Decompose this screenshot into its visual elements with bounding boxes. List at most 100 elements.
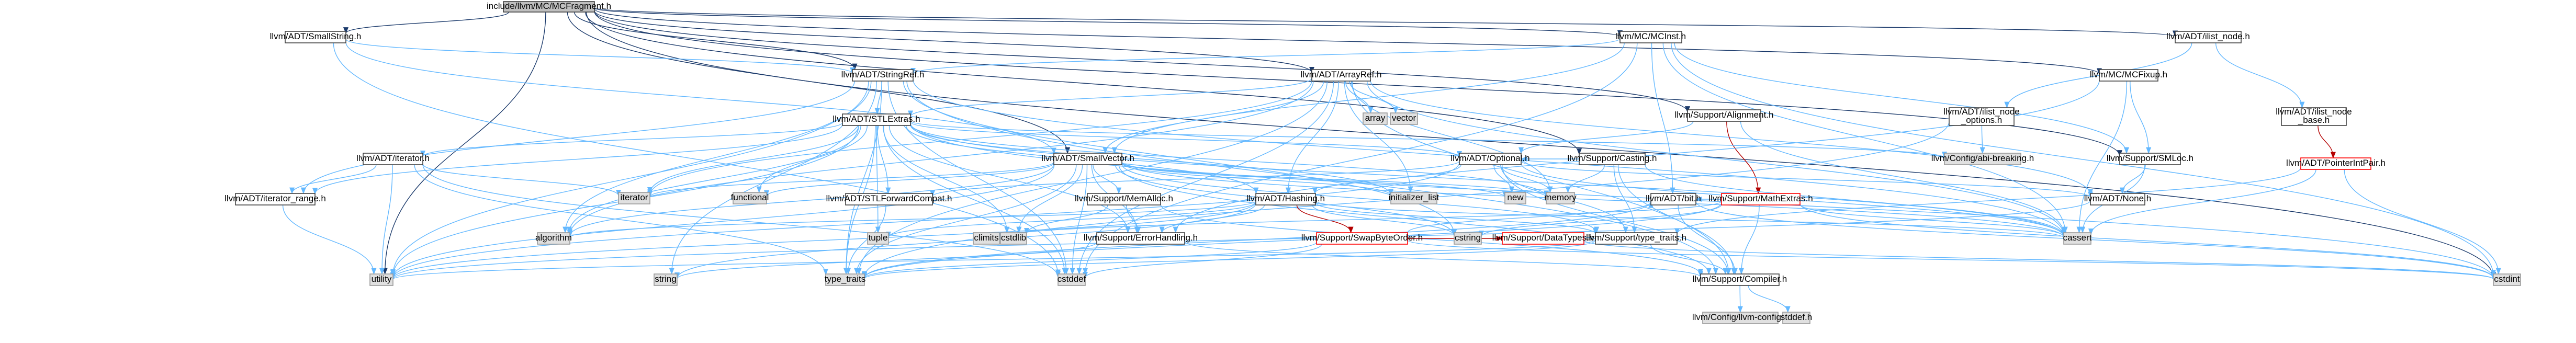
node-box — [1619, 31, 1682, 43]
node-llvm-config[interactable]: llvm/Config/llvm-config.h — [1692, 312, 1788, 324]
node-ilist-node-options[interactable]: llvm/ADT/ilist_node_options.h — [1943, 107, 2020, 126]
node-string[interactable]: string — [654, 273, 678, 286]
edge-root-to-ilist_node — [594, 7, 2177, 38]
node-memory[interactable]: memory — [1544, 192, 1577, 204]
edge-stlextras-to-initializer_list — [910, 124, 1393, 196]
node-compiler[interactable]: llvm/Support/Compiler.h — [1693, 273, 1787, 286]
node-mcfixup[interactable]: llvm/MC/MCFixup.h — [2090, 69, 2167, 82]
node-label: llvm/ADT/STLForwardCompat.h — [826, 193, 952, 203]
node-hashing[interactable]: llvm/ADT/Hashing.h — [1246, 193, 1325, 205]
node-datatypes[interactable]: llvm/Support/DataTypes.h — [1492, 232, 1594, 245]
node-array[interactable]: array — [1363, 112, 1388, 125]
node-label: llvm/ADT/PointerIntPair.h — [2286, 158, 2386, 168]
node-box — [2119, 153, 2181, 165]
edge-iterator_h-to-iterator_sys — [422, 164, 621, 197]
edge-stlextras-to-cstdint — [910, 123, 2496, 279]
node-label: algorithm — [535, 233, 572, 243]
node-label: llvm/ADT/iterator_range.h — [224, 193, 326, 203]
node-vector[interactable]: vector — [1390, 112, 1418, 125]
node-smallvector[interactable]: llvm/ADT/SmallVector.h — [1041, 153, 1134, 165]
node-box — [1390, 192, 1437, 204]
edge-alignment-to-optional — [1518, 121, 1694, 154]
node-arrayref[interactable]: llvm/ADT/ArrayRef.h — [1301, 69, 1382, 82]
node-iterator-range[interactable]: llvm/ADT/iterator_range.h — [224, 193, 326, 205]
node-box — [2300, 157, 2371, 170]
node-config-abi[interactable]: llvm/Config/abi-breaking.h — [1931, 153, 2034, 165]
node-algorithm[interactable]: algorithm — [535, 232, 572, 245]
node-ilist-node[interactable]: llvm/ADT/ilist_node.h — [2166, 31, 2250, 43]
node-stlforwardcompat[interactable]: llvm/ADT/STLForwardCompat.h — [826, 193, 952, 205]
node-box — [1702, 312, 1779, 324]
edge-optional-to-none — [1521, 161, 2093, 198]
node-cstddef[interactable]: cstddef — [1058, 273, 1086, 286]
node-label: _options.h — [1961, 115, 2002, 125]
edge-iterator_h-to-type_traits — [414, 164, 828, 276]
node-stddef[interactable]: stddef.h — [1781, 312, 1813, 324]
node-box — [1944, 153, 2021, 165]
edge-optional-to-hashing — [1312, 164, 1461, 195]
node-label: llvm/MC/MCInst.h — [1616, 31, 1686, 41]
node-pointerintpair[interactable]: llvm/ADT/PointerIntPair.h — [2286, 157, 2386, 170]
node-memalloc[interactable]: llvm/Support/MemAlloc.h — [1075, 193, 1173, 205]
edge-root-to-arrayref — [594, 10, 1314, 74]
node-box — [618, 192, 650, 204]
node-root[interactable]: include/llvm/MC/MCFragment.h — [487, 1, 611, 13]
edge-type_traits_h-to-utility — [390, 239, 1596, 280]
node-label: llvm/Support/Compiler.h — [1693, 274, 1787, 284]
node-alignment[interactable]: llvm/Support/Alignment.h — [1675, 109, 1774, 122]
node-bith[interactable]: llvm/ADT/bit.h — [1646, 193, 1701, 205]
node-box — [1058, 273, 1086, 286]
node-cstring[interactable]: cstring — [1454, 232, 1482, 245]
node-cstdlib[interactable]: cstdlib — [1000, 232, 1027, 245]
edge-iterator_range-to-utility — [282, 204, 377, 275]
node-type-traits-h[interactable]: llvm/Support/type_traits.h — [1586, 232, 1686, 245]
edge-arrayref-to-initializer_list — [1344, 81, 1413, 193]
edge-type_traits_h-to-compiler — [1650, 244, 1728, 275]
node-stlextras[interactable]: llvm/ADT/STLExtras.h — [833, 113, 920, 126]
node-label: llvm/ADT/ilist_node.h — [2166, 31, 2250, 41]
node-box — [285, 31, 346, 43]
node-new[interactable]: new — [1504, 192, 1526, 204]
node-box — [852, 69, 914, 82]
edge-stringref-to-cstring — [903, 81, 1457, 235]
node-type-traits[interactable]: type_traits — [825, 273, 865, 286]
dependency-edges — [282, 7, 2501, 313]
node-box — [2063, 232, 2091, 245]
node-utility[interactable]: utility — [369, 273, 393, 286]
node-box — [1650, 193, 1696, 205]
node-optional[interactable]: llvm/ADT/Optional.h — [1450, 153, 1530, 165]
node-initializer-list[interactable]: initializer_list — [1389, 192, 1439, 204]
edge-mcinst-to-cstddef — [1083, 42, 1638, 275]
node-errorhandling[interactable]: llvm/Support/ErrorHandling.h — [1084, 232, 1198, 245]
node-none[interactable]: llvm/ADT/None.h — [2084, 193, 2151, 205]
node-label: llvm/ADT/ArrayRef.h — [1301, 70, 1382, 79]
node-iterator-h[interactable]: llvm/ADT/iterator.h — [356, 153, 430, 165]
node-smloc[interactable]: llvm/Support/SMLoc.h — [2107, 153, 2193, 165]
node-functional[interactable]: functional — [731, 192, 769, 204]
node-label: utility — [372, 274, 392, 284]
node-mathextras[interactable]: llvm/Support/MathExtras.h — [1708, 193, 1813, 205]
node-ilist-node-base[interactable]: llvm/ADT/ilist_node_base.h — [2276, 107, 2352, 126]
node-smallstring[interactable]: llvm/ADT/SmallString.h — [270, 31, 362, 43]
node-cassert[interactable]: cassert — [2063, 232, 2092, 245]
node-box — [867, 232, 889, 245]
node-label: type_traits — [825, 274, 865, 284]
node-cstdint[interactable]: cstdint — [2493, 273, 2521, 286]
edge-iterator_h-to-iterator_range — [289, 164, 377, 195]
node-label: llvm/ADT/STLExtras.h — [833, 114, 920, 124]
node-climits[interactable]: climits — [973, 232, 1000, 245]
node-box — [973, 232, 1000, 245]
edge-memalloc-to-errorhandling — [1126, 204, 1141, 234]
edge-none-to-utility — [390, 200, 2091, 280]
edge-hashing-to-swapbyteorder — [1296, 204, 1354, 234]
node-stringref[interactable]: llvm/ADT/StringRef.h — [841, 69, 925, 82]
node-iterator-sys[interactable]: iterator — [618, 192, 650, 204]
edge-stlextras-to-config_abi — [910, 120, 1947, 158]
node-casting[interactable]: llvm/Support/Casting.h — [1567, 153, 1657, 165]
edge-mcinst-to-cassert — [1662, 42, 2068, 234]
edge-casting-to-memory — [1565, 164, 1605, 193]
node-mcinst[interactable]: llvm/MC/MCInst.h — [1616, 31, 1686, 43]
node-swapbyteorder[interactable]: llvm/Support/SwapByteOrder.h — [1301, 232, 1423, 245]
node-box — [1504, 192, 1526, 204]
node-tuple[interactable]: tuple — [867, 232, 889, 245]
